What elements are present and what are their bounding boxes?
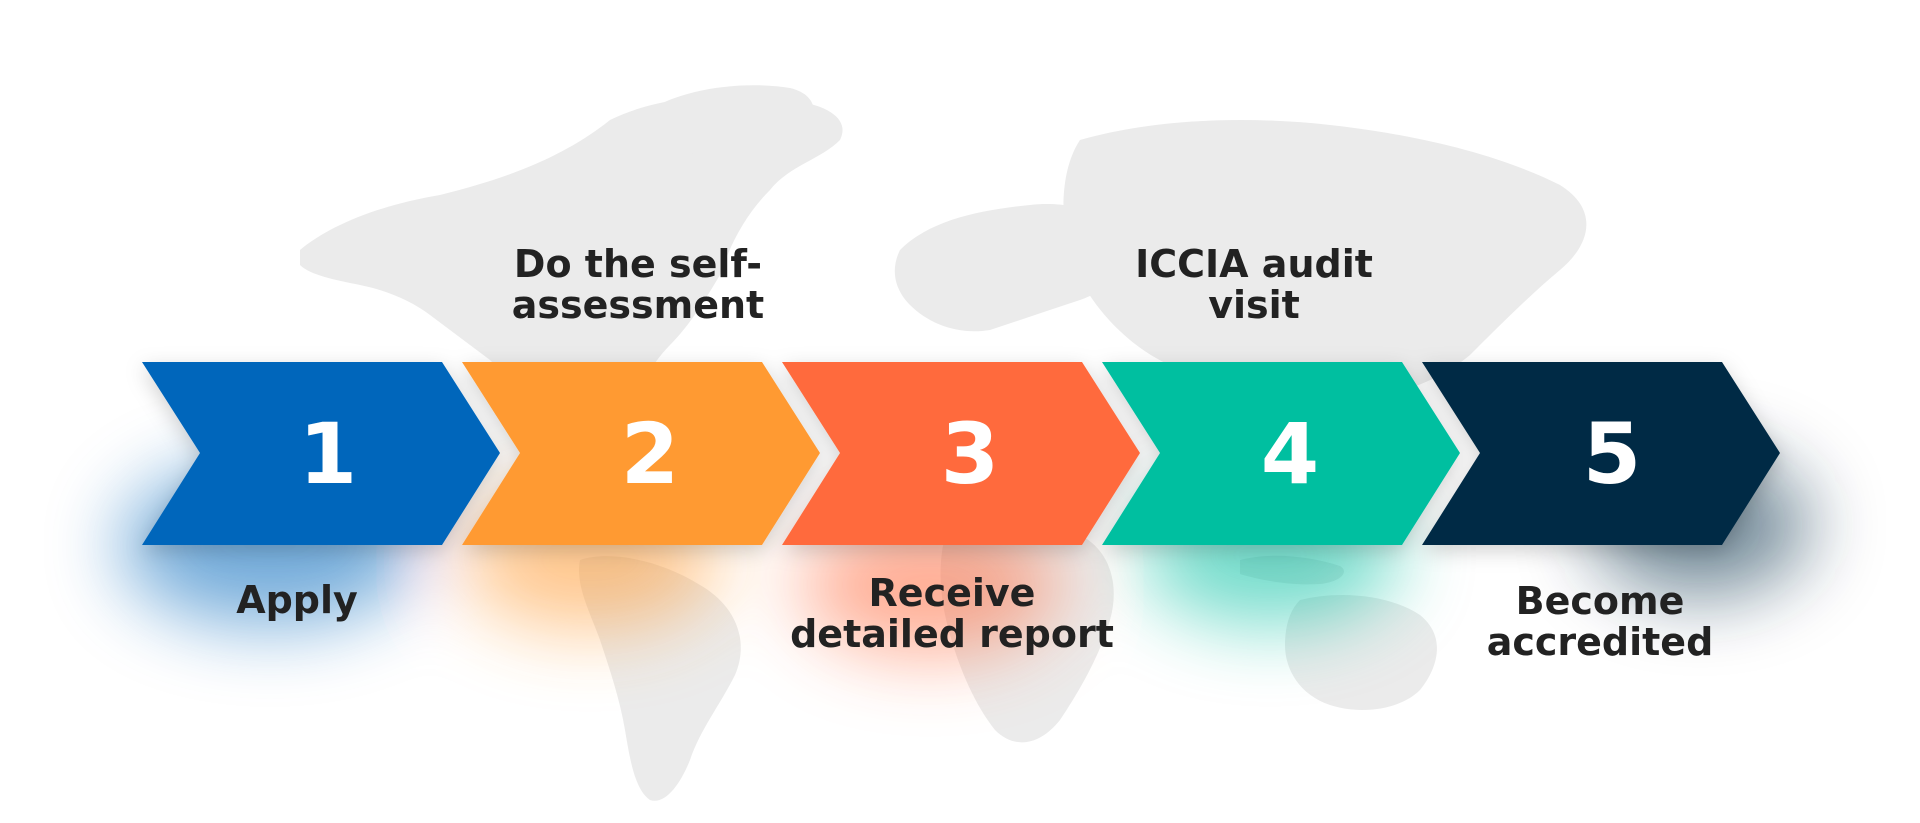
chevron-step-3 bbox=[782, 362, 1140, 545]
europe-shape bbox=[894, 204, 1123, 332]
step-number-4: 4 bbox=[1261, 405, 1319, 503]
chevron-row bbox=[142, 362, 1780, 545]
chevron-step-5 bbox=[1422, 362, 1780, 545]
step-label-1: Apply bbox=[236, 578, 358, 622]
step-numbers: 1 2 3 4 5 bbox=[299, 405, 1641, 503]
glow-step-3 bbox=[800, 515, 1060, 655]
step-label-2: Do the self- assessment bbox=[511, 242, 765, 327]
step-label-5: Become accredited bbox=[1486, 579, 1714, 664]
chevron-step-2 bbox=[462, 362, 820, 545]
north-america-shape bbox=[300, 96, 843, 420]
asia-shape bbox=[1063, 120, 1587, 402]
step-number-3: 3 bbox=[941, 405, 999, 503]
greenland-shape bbox=[650, 85, 814, 164]
step-label-3: Receive detailed report bbox=[790, 571, 1114, 656]
step-number-1: 1 bbox=[299, 405, 357, 503]
chevron-step-4 bbox=[1102, 362, 1460, 545]
chevron-step-1 bbox=[142, 362, 500, 545]
step-label-4: ICCIA audit visit bbox=[1135, 242, 1373, 327]
australia-shape bbox=[1285, 595, 1437, 710]
step-number-5: 5 bbox=[1583, 405, 1641, 503]
step-number-2: 2 bbox=[621, 405, 679, 503]
